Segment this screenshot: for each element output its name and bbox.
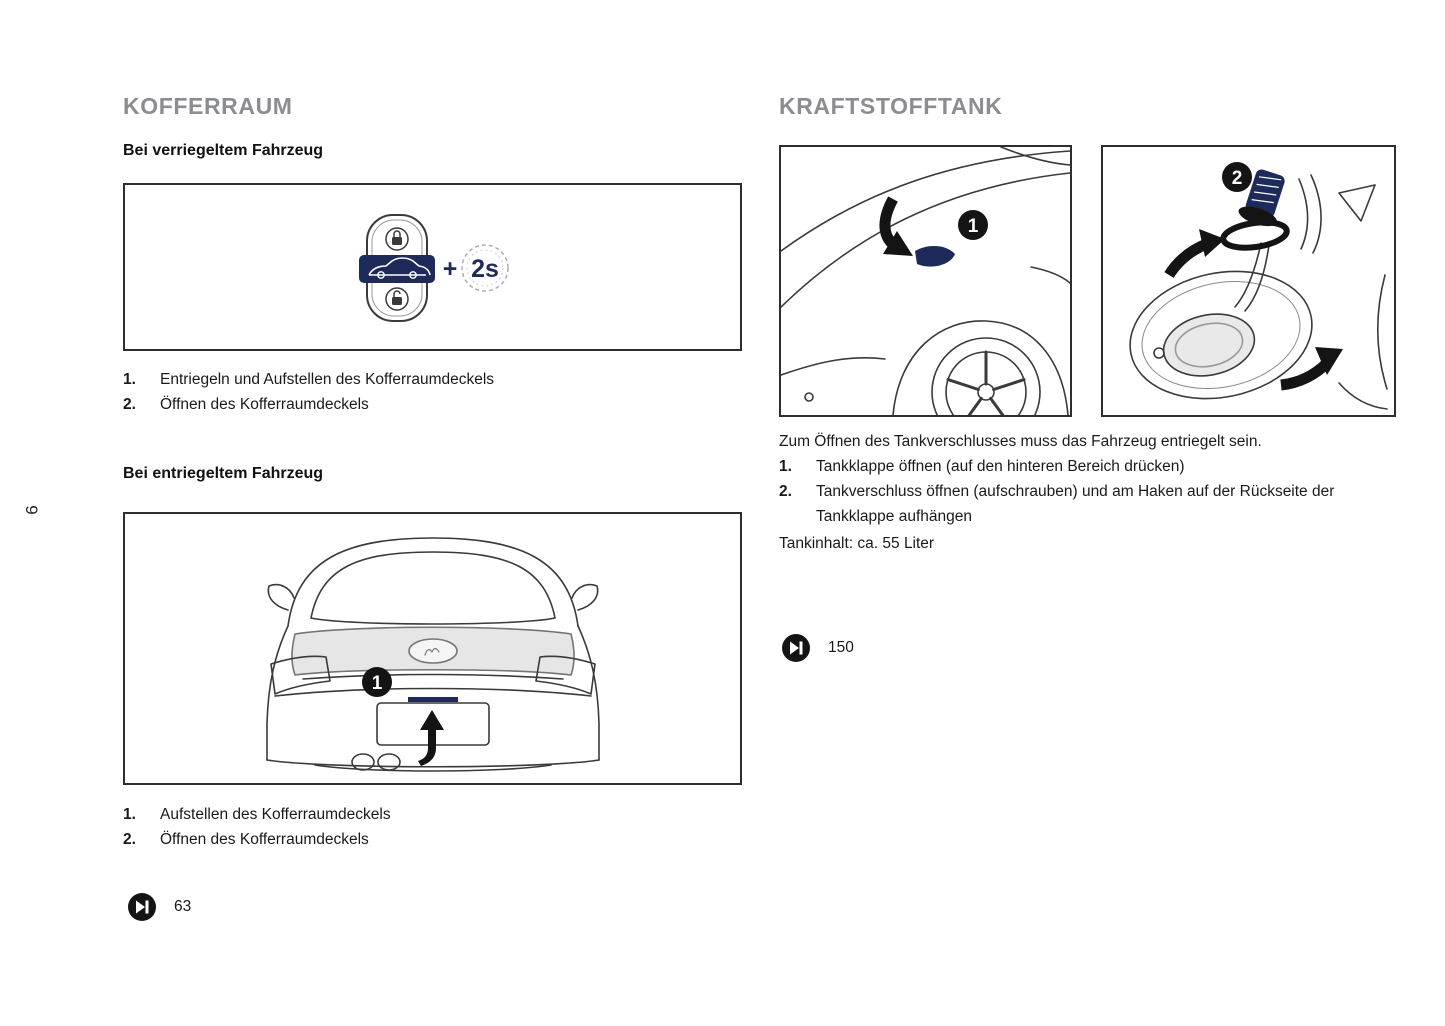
steps-locked: 1. Entriegeln und Aufstellen des Kofferr…: [123, 367, 743, 417]
fuel-cap-shape: [1238, 169, 1285, 227]
fuel-flap-shape: [915, 245, 955, 267]
car-rear-figure: 1: [266, 537, 600, 772]
step-number: 2.: [123, 831, 136, 848]
section-title-kofferraum: KOFFERRAUM: [123, 93, 293, 119]
cross-reference-150[interactable]: 150: [781, 633, 854, 663]
hang-arrow-icon: [1280, 358, 1331, 391]
subheading-unlocked-vehicle: Bei entriegeltem Fahrzeug: [123, 465, 324, 482]
step-number: 1.: [779, 458, 792, 475]
tank-capacity-text: Tankinhalt: ca. 55 Liter: [779, 535, 935, 552]
step-item: 1. Tankklappe öffnen (auf den hinteren B…: [779, 454, 1397, 479]
clock-icon: [461, 244, 509, 292]
next-page-icon: [128, 893, 156, 921]
svg-text:1: 1: [968, 216, 979, 237]
step-number: 2.: [779, 483, 792, 500]
figure-frame-fuel-flap: 1: [779, 145, 1072, 417]
step-item: 2. Öffnen des Kofferraumdeckels: [123, 392, 743, 417]
fuel-intro-text: Zum Öffnen des Tankverschlusses muss das…: [779, 433, 1262, 450]
next-page-icon: [782, 634, 810, 662]
step-text: Entriegeln und Aufstellen des Kofferraum…: [160, 371, 495, 388]
figure-frame-car-rear: 1: [123, 512, 742, 785]
step-text: Öffnen des Kofferraumdeckels: [160, 396, 369, 413]
step-text: Tankverschluss öffnen (aufschrauben) und…: [816, 483, 1335, 525]
duration-label: 2s: [471, 255, 499, 283]
step-number: 1.: [123, 806, 136, 823]
car-icon: [368, 257, 431, 276]
fuel-tank-text: Zum Öffnen des Tankverschlusses muss das…: [779, 429, 1397, 556]
step-item: 1. Entriegeln und Aufstellen des Kofferr…: [123, 367, 743, 392]
cross-reference-63[interactable]: 63: [127, 892, 191, 922]
step-text: Tankklappe öffnen (auf den hinteren Bere…: [816, 458, 1185, 475]
side-page-number: 6: [22, 505, 42, 515]
trunk-release-strip: [408, 697, 458, 702]
step-badge-1: [958, 210, 988, 240]
cross-reference-page-number: 150: [828, 639, 854, 656]
unlock-button-icon: [385, 287, 409, 311]
up-arrow-icon: [420, 710, 444, 730]
step-badge-2: [1222, 162, 1252, 192]
plus-sign: +: [443, 255, 458, 283]
step-text: Öffnen des Kofferraumdeckels: [160, 831, 369, 848]
steps-unlocked: 1. Aufstellen des Kofferraumdeckels 2. Ö…: [123, 802, 743, 852]
cross-reference-page-number: 63: [174, 898, 192, 915]
step-item: 2. Öffnen des Kofferraumdeckels: [123, 827, 743, 852]
step-item: 1. Aufstellen des Kofferraumdeckels: [123, 802, 743, 827]
lock-button-icon: [385, 227, 409, 251]
subheading-locked-vehicle: Bei verriegeltem Fahrzeug: [123, 142, 324, 159]
svg-text:1: 1: [372, 673, 383, 694]
step-number: 1.: [123, 371, 136, 388]
step-badge-1: [362, 667, 392, 697]
step-number: 2.: [123, 396, 136, 413]
step-item: 2. Tankverschluss öffnen (aufschrauben) …: [779, 479, 1397, 529]
step-text: Aufstellen des Kofferraumdeckels: [160, 806, 391, 823]
svg-text:2: 2: [1232, 168, 1243, 189]
section-title-kraftstofftank: KRAFTSTOFFTANK: [779, 93, 1003, 119]
figure-frame-fuel-cap: 2: [1101, 145, 1396, 417]
figure-frame-remote-key: + 2s: [123, 183, 742, 351]
fuel-cap-figure: 2: [1129, 162, 1388, 410]
key-fob-figure: + 2s: [359, 214, 509, 322]
unscrew-arrow-icon: [1164, 237, 1212, 279]
fuel-flap-figure: 1: [781, 147, 1070, 415]
